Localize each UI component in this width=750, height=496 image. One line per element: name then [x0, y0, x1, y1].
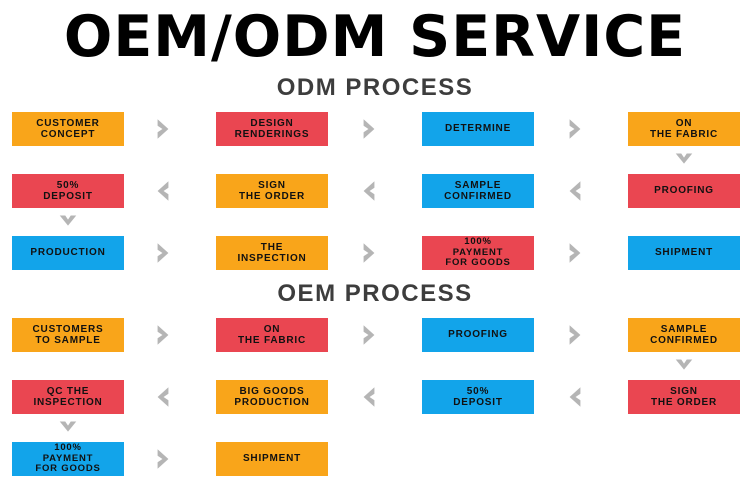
- process-step-box[interactable]: PRODUCTION: [12, 236, 124, 270]
- process-step-box[interactable]: PROOFING: [422, 318, 534, 352]
- section-heading-odm: ODM PROCESS: [276, 74, 474, 101]
- process-step-label: PROOFING: [654, 185, 714, 197]
- chevron-left-icon: [356, 384, 382, 410]
- chevron-down-icon: [671, 148, 697, 170]
- chevron-left-icon: [150, 178, 176, 204]
- process-step-box[interactable]: SHIPMENT: [628, 236, 740, 270]
- chevron-right-icon: [356, 322, 382, 348]
- chevron-right-icon: [150, 116, 176, 142]
- process-step-label: PRODUCTION: [30, 247, 106, 259]
- chevron-left-icon: [150, 384, 176, 410]
- process-step-box[interactable]: PROOFING: [628, 174, 740, 208]
- chevron-right-icon: [562, 322, 588, 348]
- process-step-label: SHIPMENT: [242, 453, 302, 465]
- section-heading-oem: OEM PROCESS: [277, 280, 473, 307]
- process-step-box[interactable]: SHIPMENT: [216, 442, 328, 476]
- process-step-box[interactable]: DETERMINE: [422, 112, 534, 146]
- chevron-left-icon: [562, 384, 588, 410]
- process-step-box[interactable]: 50%DEPOSIT: [12, 174, 124, 208]
- chevron-down-icon: [55, 210, 81, 232]
- process-step-label: 50%DEPOSIT: [453, 385, 503, 409]
- process-step-box[interactable]: 50%DEPOSIT: [422, 380, 534, 414]
- process-step-label: DETERMINE: [444, 123, 512, 135]
- chevron-right-icon: [150, 322, 176, 348]
- page-title: OEM/ODM SERVICE: [63, 4, 687, 70]
- process-step-label: SHIPMENT: [654, 247, 714, 259]
- chevron-right-icon: [150, 240, 176, 266]
- process-step-label: PROOFING: [448, 329, 508, 341]
- chevron-down-icon: [55, 416, 81, 438]
- chevron-right-icon: [356, 116, 382, 142]
- process-step-label: 50%DEPOSIT: [43, 179, 93, 203]
- chevron-right-icon: [356, 240, 382, 266]
- chevron-left-icon: [356, 178, 382, 204]
- chevron-left-icon: [562, 178, 588, 204]
- chevron-right-icon: [562, 116, 588, 142]
- chevron-right-icon: [150, 446, 176, 472]
- chevron-down-icon: [671, 354, 697, 376]
- chevron-right-icon: [562, 240, 588, 266]
